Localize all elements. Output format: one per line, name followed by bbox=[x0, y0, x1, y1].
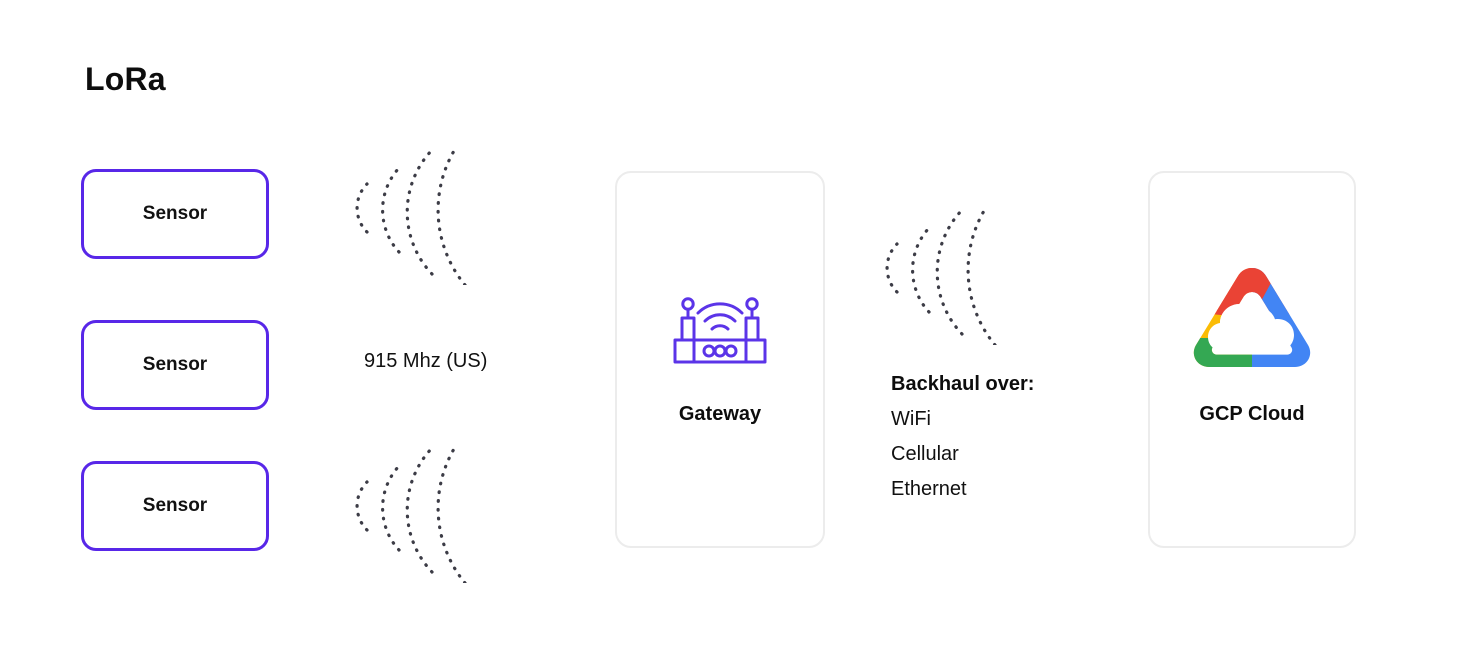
sensor-box-1[interactable]: Sensor bbox=[81, 169, 269, 259]
lora-signal-arcs-top bbox=[355, 133, 530, 287]
sensor-label: Sensor bbox=[142, 354, 208, 375]
lora-signal-arcs-bottom bbox=[355, 431, 530, 585]
gateway-icon-wrap bbox=[617, 286, 823, 366]
gcp-cloud-card[interactable]: GCP Cloud bbox=[1148, 171, 1356, 548]
sensor-box-2[interactable]: Sensor bbox=[81, 320, 269, 410]
gateway-card-label: Gateway bbox=[678, 403, 762, 425]
backhaul-item-cellular: Cellular bbox=[891, 443, 959, 465]
lora-frequency-label: 915 Mhz (US) bbox=[364, 350, 488, 372]
google-cloud-logo bbox=[1193, 268, 1311, 367]
sensor-box-3[interactable]: Sensor bbox=[81, 461, 269, 551]
page-title: LoRa bbox=[85, 61, 166, 97]
backhaul-block: Backhaul over: WiFi Cellular Ethernet bbox=[891, 367, 1034, 507]
gcp-logo-wrap bbox=[1150, 266, 1354, 370]
backhaul-item-ethernet: Ethernet bbox=[891, 478, 967, 500]
sensor-label: Sensor bbox=[142, 203, 208, 224]
backhaul-signal-arcs bbox=[885, 193, 1060, 347]
gateway-card[interactable]: Gateway bbox=[615, 171, 825, 548]
sensor-label: Sensor bbox=[142, 495, 208, 516]
router-icon bbox=[673, 297, 767, 364]
backhaul-title: Backhaul over: bbox=[891, 373, 1035, 395]
gcp-cloud-card-label: GCP Cloud bbox=[1199, 403, 1305, 425]
backhaul-item-wifi: WiFi bbox=[891, 408, 931, 430]
